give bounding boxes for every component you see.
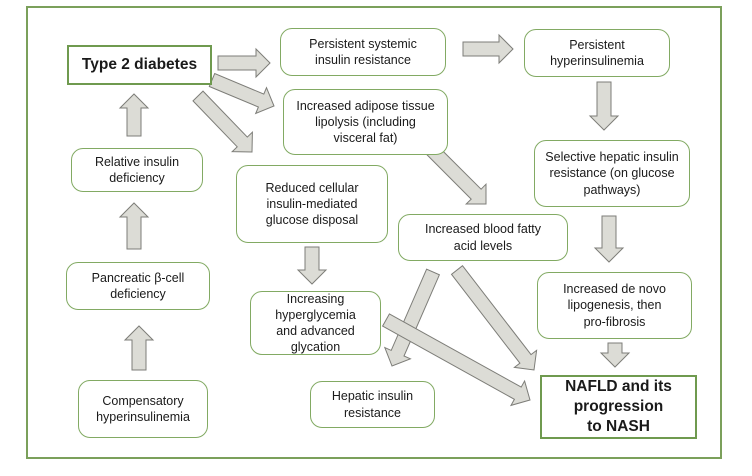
node-hepatic-insulin-resistance: Hepatic insulin resistance: [310, 381, 435, 428]
arrow-shir-to-idnl: [593, 215, 625, 263]
arrow-ail-to-ibfa: [426, 144, 487, 205]
arrow-t2d-to-psir: [217, 47, 271, 79]
arrow-pbcd-to-rid: [118, 202, 150, 250]
node-compensatory-hyperinsulinemia: Compensatory hyperinsulinemia: [78, 380, 208, 438]
node-increased-blood-fatty-acids: Increased blood fatty acid levels: [398, 214, 568, 261]
arrow-rcig-to-ihag: [296, 246, 328, 285]
arrow-t2d-to-ail: [208, 72, 275, 115]
arrow-ph-to-shir: [588, 81, 620, 131]
node-nafld-nash: NAFLD and its progression to NASH: [540, 375, 697, 439]
arrow-psir-to-ph: [462, 33, 514, 65]
node-rcig-label: Reduced cellular insulin-mediated glucos…: [265, 180, 359, 228]
arrow-ihag-to-nafld: [381, 313, 531, 407]
arrow-t2d-to-rcig: [192, 90, 253, 153]
node-rid-label: Relative insulin deficiency: [94, 154, 180, 185]
node-relative-insulin-deficiency: Relative insulin deficiency: [71, 148, 203, 192]
node-reduced-glucose-disposal: Reduced cellular insulin-mediated glucos…: [236, 165, 388, 243]
node-psir-label: Persistent systemic insulin resistance: [309, 36, 417, 67]
node-increased-de-novo-lipogenesis: Increased de novo lipogenesis, then pro-…: [537, 272, 692, 339]
node-increased-adipose-lipolysis: Increased adipose tissue lipolysis (incl…: [283, 89, 448, 155]
node-idnl-label: Increased de novo lipogenesis, then pro-…: [563, 282, 666, 329]
node-ibfa-label: Increased blood fatty acid levels: [424, 222, 542, 253]
node-ihag-label: Increasing hyperglycemia and advanced gl…: [275, 291, 356, 355]
node-increasing-hyperglycemia: Increasing hyperglycemia and advanced gl…: [250, 291, 381, 355]
node-selective-hepatic-insulin-resistance: Selective hepatic insulin resistance (on…: [534, 140, 690, 207]
node-type-2-diabetes: Type 2 diabetes: [67, 45, 212, 85]
arrow-chi-to-pbcd: [123, 325, 155, 371]
node-pbcd-label: Pancreatic β-cell deficiency: [91, 270, 185, 301]
node-type-2-diabetes-label: Type 2 diabetes: [81, 55, 198, 73]
arrow-ibfa-to-hir: [383, 268, 441, 367]
node-persistent-hyperinsulinemia: Persistent hyperinsulinemia: [524, 29, 670, 77]
node-persistent-systemic-insulin-resistance: Persistent systemic insulin resistance: [280, 28, 446, 76]
node-hir-label: Hepatic insulin resistance: [331, 389, 414, 420]
diagram-frame: [26, 6, 722, 459]
node-chi-label: Compensatory hyperinsulinemia: [96, 393, 190, 424]
node-ail-label: Increased adipose tissue lipolysis (incl…: [296, 98, 435, 146]
node-shir-label: Selective hepatic insulin resistance (on…: [545, 150, 679, 197]
arrow-idnl-to-nafld: [599, 342, 631, 368]
node-nafld-label: NAFLD and its progression to NASH: [565, 377, 672, 436]
arrow-rid-to-t2d: [118, 93, 150, 137]
arrow-ibfa-to-nafld: [450, 264, 538, 371]
node-ph-label: Persistent hyperinsulinemia: [550, 37, 644, 68]
node-pancreatic-beta-cell-deficiency: Pancreatic β-cell deficiency: [66, 262, 210, 310]
